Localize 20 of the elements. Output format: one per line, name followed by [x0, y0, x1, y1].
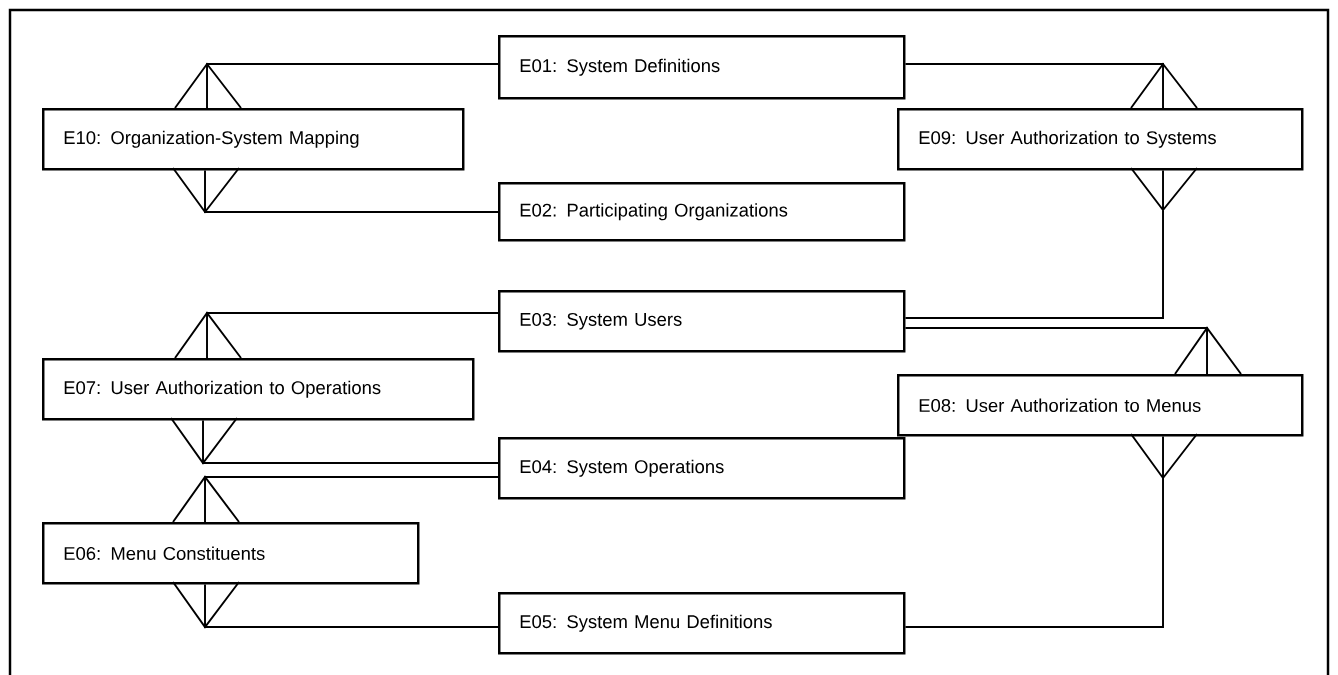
relationship-line	[904, 326, 1242, 375]
relationship-line	[904, 167, 1198, 319]
relationship-line	[174, 311, 499, 359]
entity-box: E02: Participating Organizations	[498, 182, 906, 242]
relationship-line	[904, 62, 1198, 109]
entity-box: E06: Menu Constituents	[42, 522, 420, 585]
entity-box: E10: Organization-System Mapping	[42, 108, 465, 171]
entity-box: E04: System Operations	[498, 437, 906, 500]
relationship-line	[170, 417, 499, 465]
entity-box: E08: User Authorization to Menus	[897, 374, 1304, 437]
relationship-line	[904, 433, 1198, 628]
entity-box: E01: System Definitions	[498, 35, 906, 100]
entity-box: E09: User Authorization to Systems	[897, 108, 1304, 171]
relationship-line	[172, 581, 499, 629]
relationship-line	[172, 167, 499, 214]
entity-box: E07: User Authorization to Operations	[42, 358, 475, 421]
entity-box: E03: System Users	[498, 290, 906, 353]
entity-box: E05: System Menu Definitions	[498, 592, 906, 655]
relationship-line	[174, 62, 499, 109]
relationship-line	[172, 475, 499, 523]
